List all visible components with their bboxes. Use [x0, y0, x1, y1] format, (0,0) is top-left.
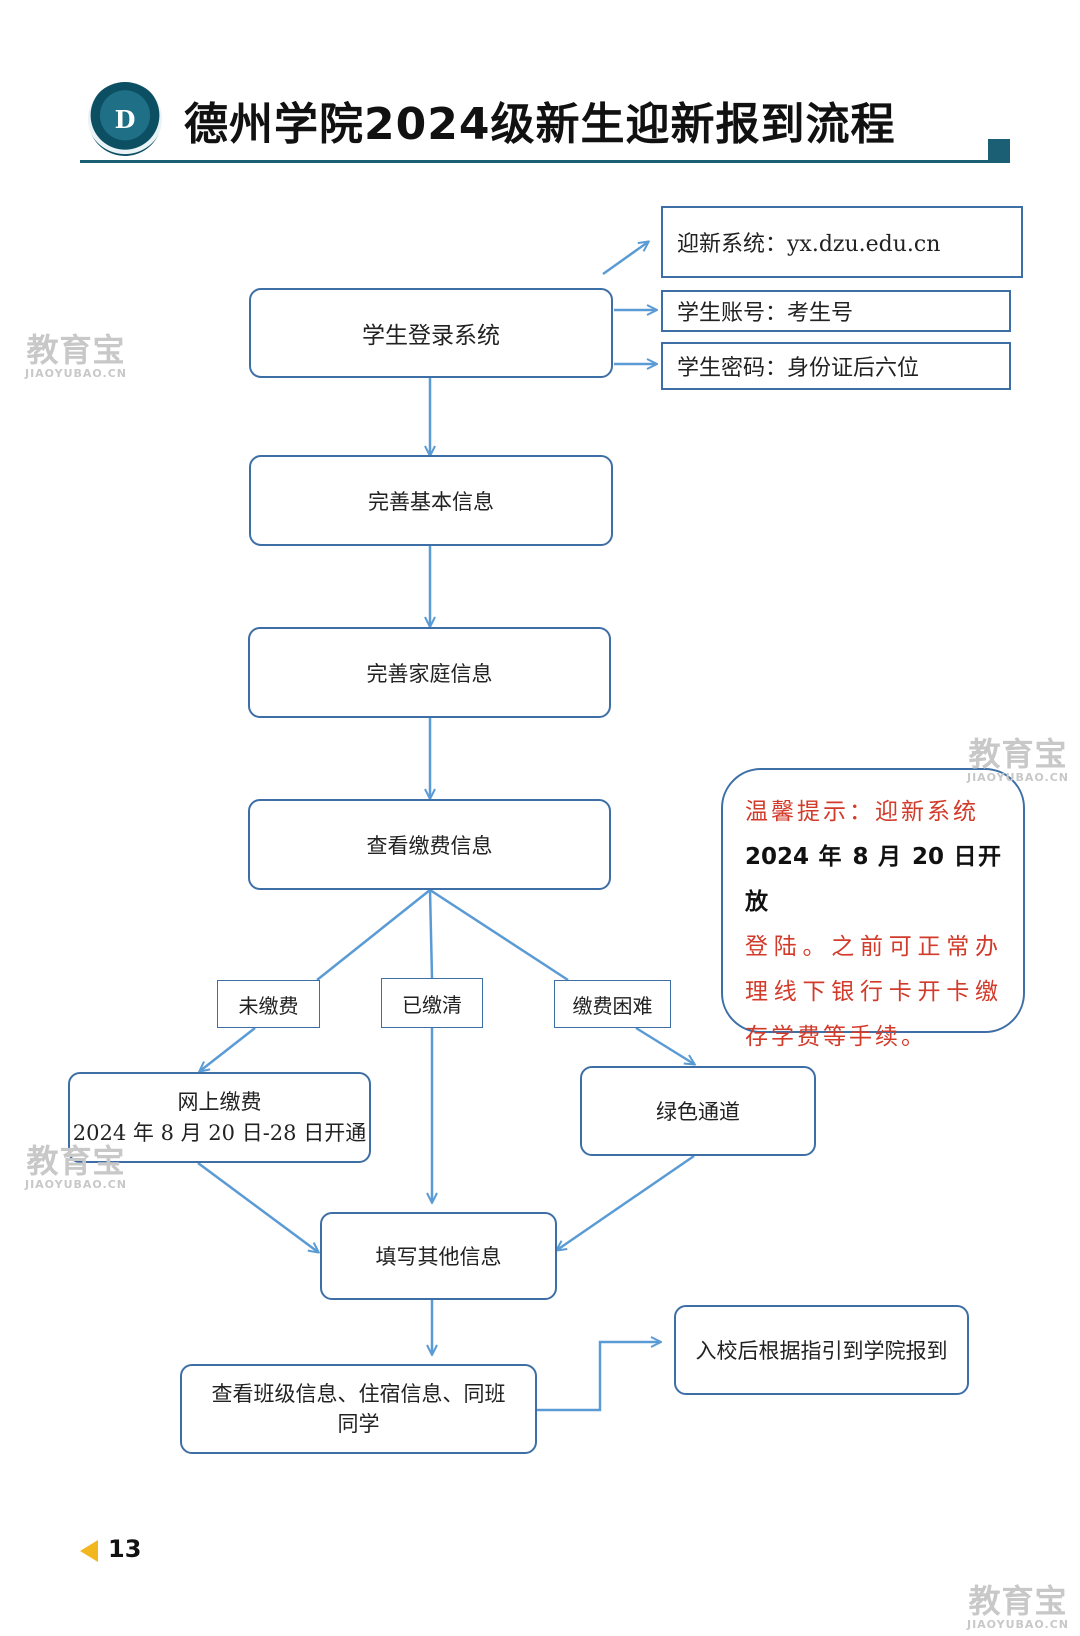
page-title: 德州学院2024级新生迎新报到流程 [184, 99, 896, 150]
watermark-en: JIAOYUBAO.CN [966, 771, 1070, 784]
line-fee-to-difficulty [429, 888, 569, 982]
line-fee-to-unpaid [316, 889, 431, 981]
page-marker-icon [80, 1540, 98, 1562]
info-system-url: 迎新系统：yx.dzu.edu.cn [661, 206, 1023, 278]
step-fee-info: 查看缴费信息 [248, 799, 611, 890]
class-info-line2: 同学 [337, 1412, 380, 1436]
info-account: 学生账号：考生号 [661, 290, 1011, 332]
arrow-difficulty-to-green [635, 1026, 694, 1064]
university-logo: D [88, 82, 162, 156]
label-unpaid: 未缴费 [217, 980, 320, 1028]
step-login: 学生登录系统 [249, 288, 613, 378]
tip-text-1: 温馨提示：迎新系统 [745, 799, 979, 825]
watermark: 教育宝 JIAOYUBAO.CN [18, 334, 134, 379]
watermark-en: JIAOYUBAO.CN [24, 367, 128, 380]
step-class-info: 查看班级信息、住宿信息、同班 同学 [180, 1364, 537, 1454]
label-paid: 已缴清 [381, 978, 483, 1028]
watermark-cn: 教育宝 [968, 1582, 1068, 1620]
online-payment-dates: 2024 年 8 月 20 日-28 日开通 [72, 1120, 367, 1145]
class-info-line1: 查看班级信息、住宿信息、同班 [211, 1381, 506, 1406]
arrow-green-to-other [557, 1154, 695, 1250]
watermark-en: JIAOYUBAO.CN [24, 1178, 128, 1191]
page-number: 13 [108, 1535, 142, 1563]
title-underline [80, 160, 1010, 163]
step-report: 入校后根据指引到学院报到 [674, 1305, 969, 1395]
watermark-en: JIAOYUBAO.CN [966, 1618, 1070, 1631]
step-family-info: 完善家庭信息 [248, 627, 611, 718]
watermark-cn: 教育宝 [26, 1142, 126, 1180]
line-fee-to-paid [428, 889, 434, 979]
step-online-payment: 网上缴费 2024 年 8 月 20 日-28 日开通 [68, 1072, 371, 1163]
tip-text-2: 2024 年 8 月 20 日开放 [745, 844, 1001, 915]
info-password: 学生密码：身份证后六位 [661, 342, 1011, 390]
watermark-cn: 教育宝 [968, 735, 1068, 773]
arrow-unpaid-to-online [200, 1027, 256, 1071]
logo-mark-icon: D [114, 104, 136, 134]
title-corner-square [988, 139, 1010, 161]
watermark: 教育宝 JIAOYUBAO.CN [960, 738, 1076, 783]
arrow-class-to-report [537, 1342, 660, 1412]
watermark: 教育宝 JIAOYUBAO.CN [960, 1585, 1076, 1630]
watermark: 教育宝 JIAOYUBAO.CN [18, 1145, 134, 1190]
step-other-info: 填写其他信息 [320, 1212, 557, 1300]
arrow-online-to-other [197, 1161, 318, 1252]
tip-text-3: 登陆。之前可正常办理线下银行卡开卡缴存学费等手续。 [745, 934, 1001, 1050]
watermark-cn: 教育宝 [26, 331, 126, 369]
step-basic-info: 完善基本信息 [249, 455, 613, 546]
step-green-channel: 绿色通道 [580, 1066, 816, 1156]
online-payment-title: 网上缴费 [177, 1090, 262, 1115]
label-difficulty: 缴费困难 [554, 980, 671, 1028]
arrow-to-system-url [602, 242, 648, 276]
tip-callout: 温馨提示：迎新系统 2024 年 8 月 20 日开放 登陆。之前可正常办理线下… [721, 768, 1025, 1050]
